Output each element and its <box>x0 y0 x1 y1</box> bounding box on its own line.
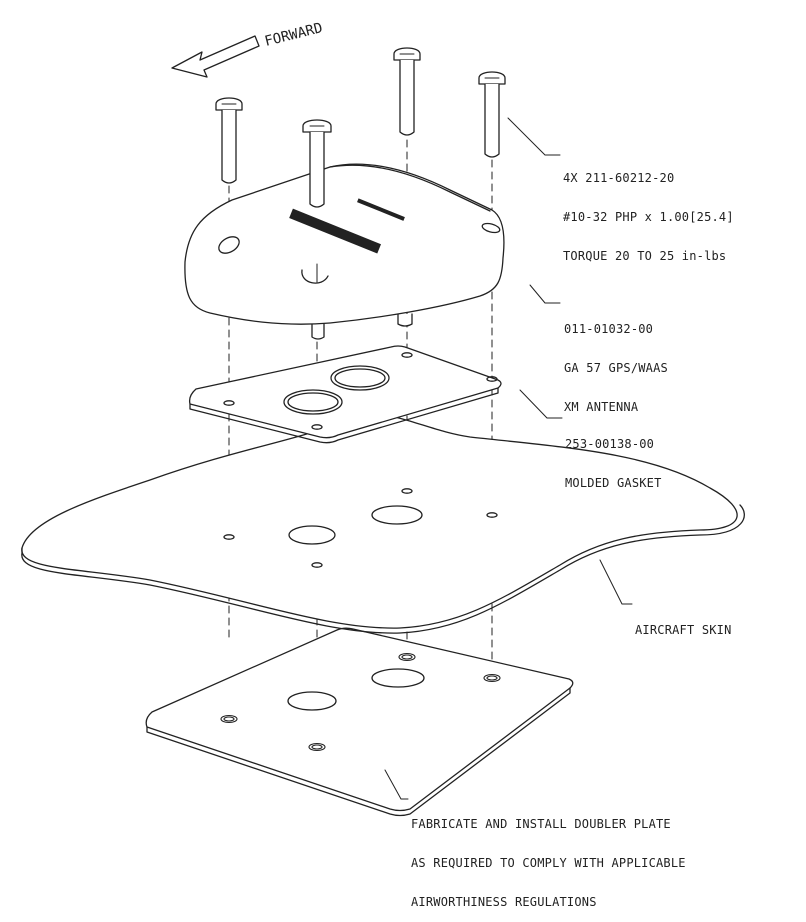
screw <box>215 97 243 184</box>
doubler-plate <box>145 627 574 817</box>
antenna-model: GA 57 GPS/WAAS <box>564 361 668 375</box>
antenna-type: XM ANTENNA <box>564 400 639 414</box>
aircraft-skin <box>21 413 745 634</box>
doubler-line-2: AS REQUIRED TO COMPLY WITH APPLICABLE <box>411 856 686 870</box>
doubler-line-3: AIRWORTHINESS REGULATIONS <box>411 895 597 909</box>
doubler-line-1: FABRICATE AND INSTALL DOUBLER PLATE <box>411 817 671 831</box>
screw-callout: 4X 211-60212-20 #10-32 PHP x 1.00[25.4] … <box>563 146 734 276</box>
forward-label: FORWARD <box>263 20 324 50</box>
screw-spec: #10-32 PHP x 1.00[25.4] <box>563 210 734 224</box>
gasket-description: MOLDED GASKET <box>565 476 662 490</box>
skin-callout: AIRCRAFT SKIN <box>635 598 732 650</box>
screw-part-number: 4X 211-60212-20 <box>563 171 675 185</box>
antenna-part-number: 011-01032-00 <box>564 322 654 336</box>
gasket-callout: 253-00138-00 MOLDED GASKET <box>565 412 662 503</box>
forward-arrow-icon <box>171 35 260 78</box>
screw <box>302 119 332 208</box>
skin-label: AIRCRAFT SKIN <box>635 623 732 637</box>
screw <box>478 71 506 158</box>
doubler-callout: FABRICATE AND INSTALL DOUBLER PLATE AS R… <box>411 792 686 922</box>
screw <box>393 47 421 136</box>
exploded-assembly-drawing: FORWARD <box>21 20 745 817</box>
ga57-antenna <box>184 163 505 340</box>
screw-torque: TORQUE 20 TO 25 in-lbs <box>563 249 727 263</box>
gasket-part-number: 253-00138-00 <box>565 437 655 451</box>
leader-lines <box>384 117 633 800</box>
molded-gasket <box>188 345 502 444</box>
antenna-callout: 011-01032-00 GA 57 GPS/WAAS XM ANTENNA <box>564 297 668 427</box>
